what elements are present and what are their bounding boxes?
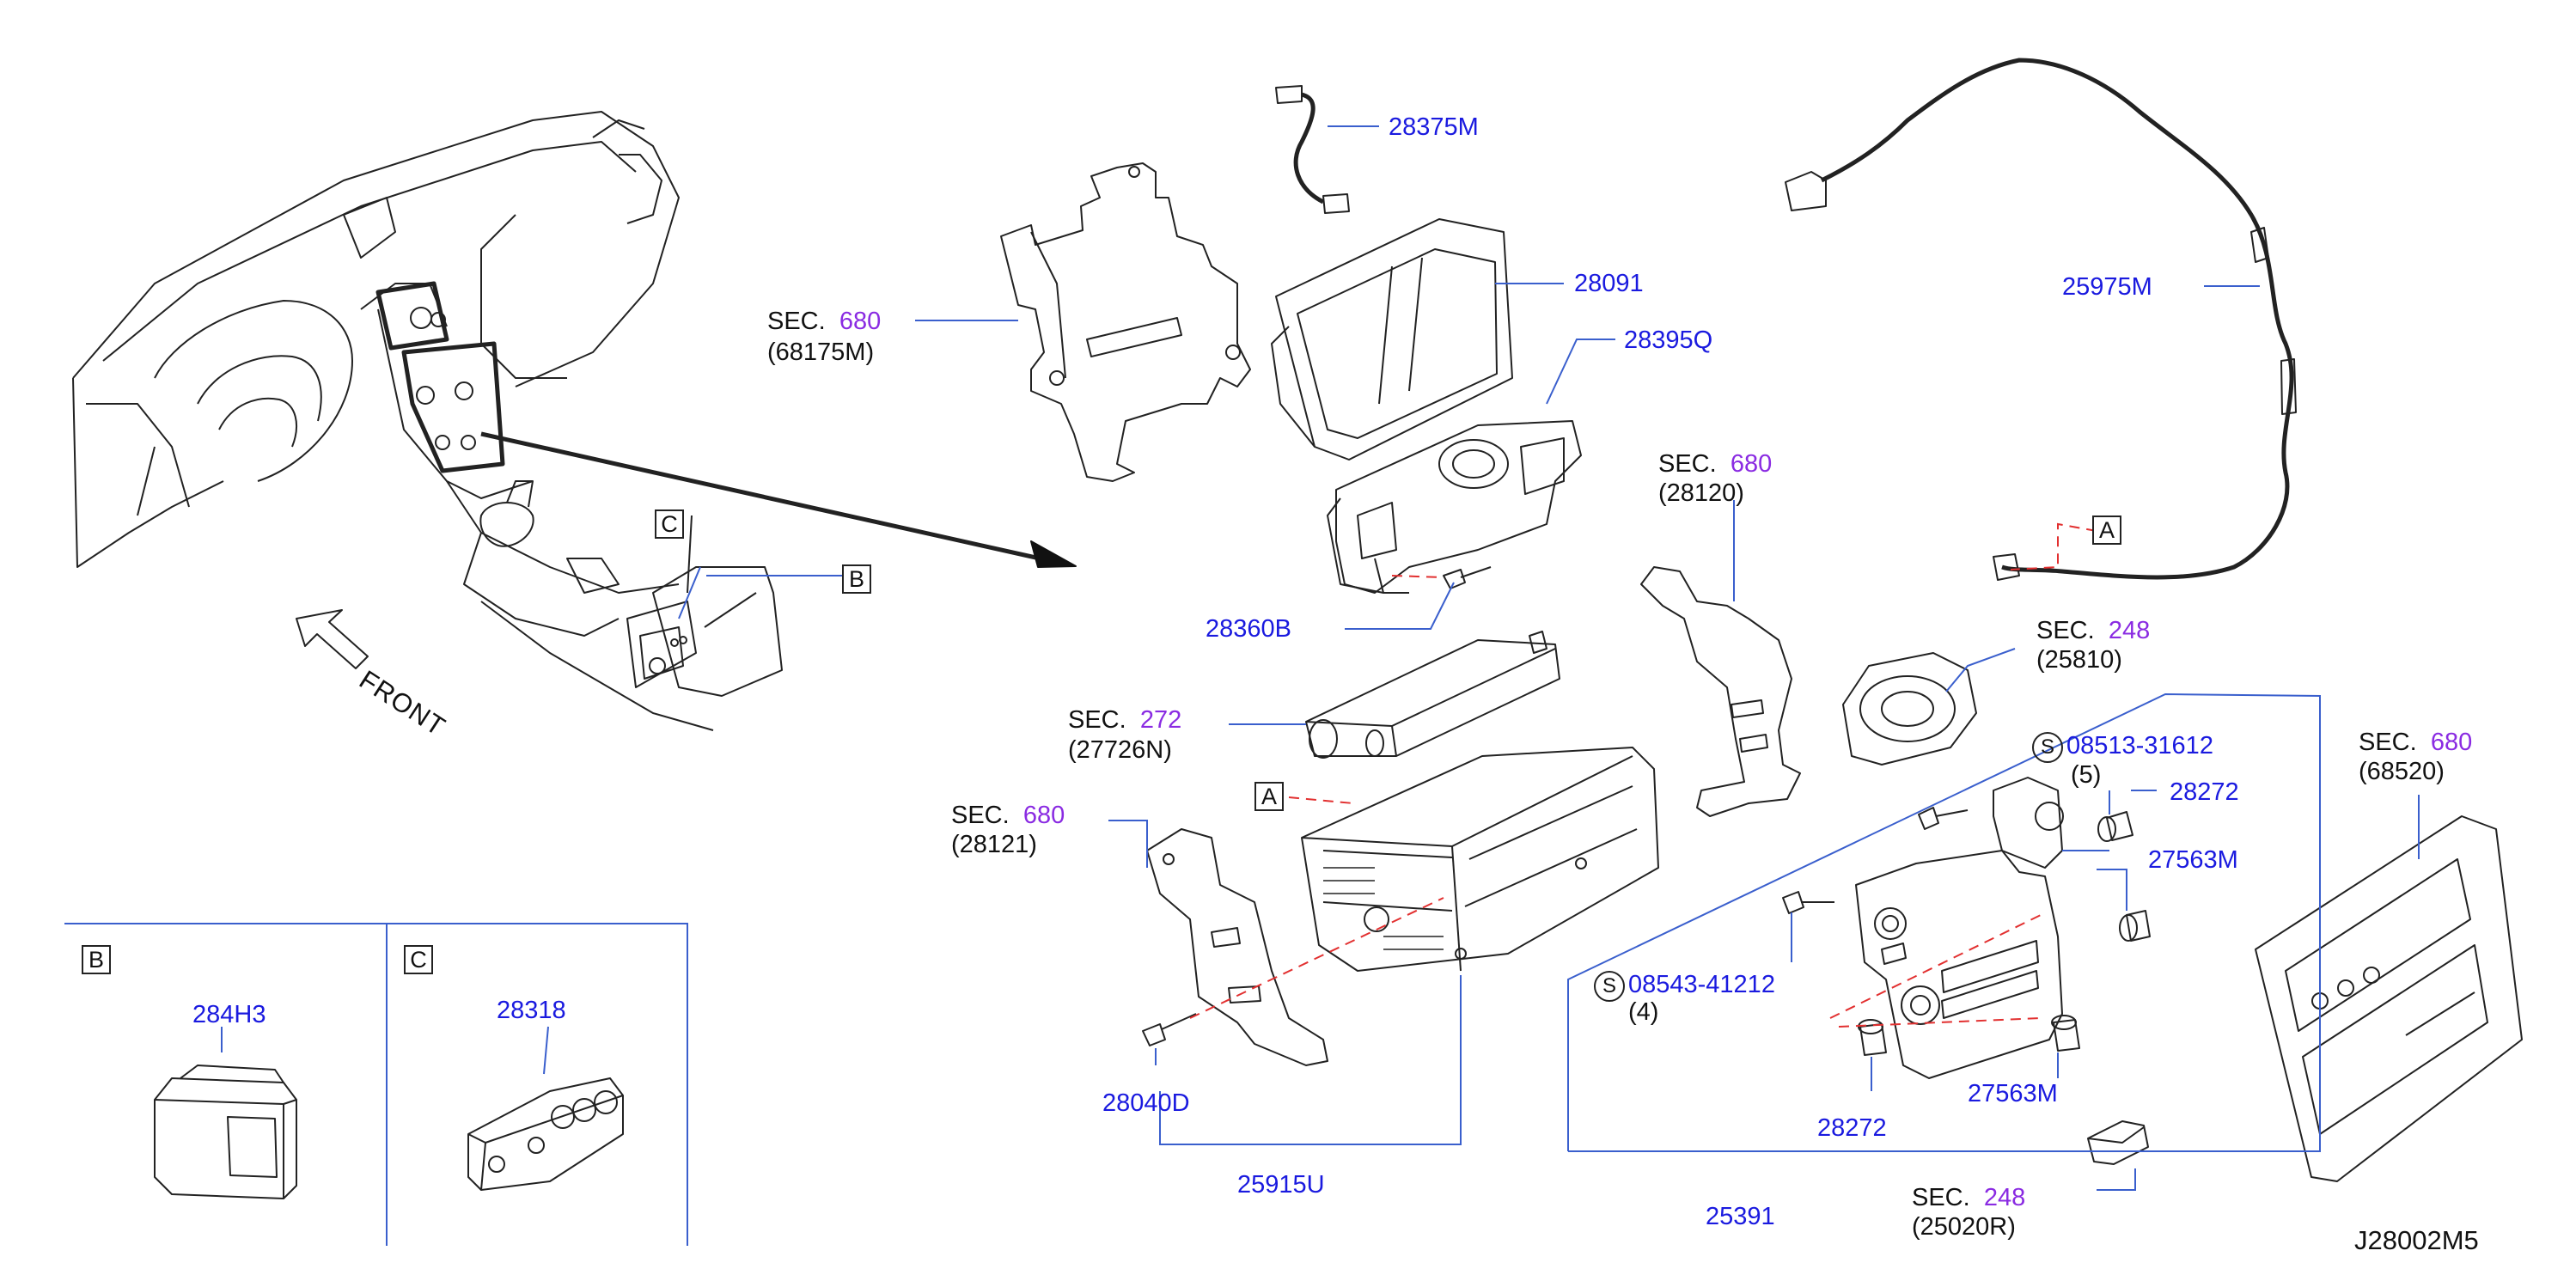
- part-08513-31612: 08513-31612: [2066, 732, 2213, 760]
- section-ref-27726n: SEC. 272: [1068, 706, 1182, 734]
- section-part-25810: (25810): [2036, 646, 2122, 674]
- diagram-code: J28002M5: [2354, 1225, 2479, 1255]
- part-28375m: 28375M: [1389, 113, 1479, 141]
- switch-25020r-drawing: [2087, 1120, 2149, 1165]
- screw-28360b-drawing: [1443, 566, 1492, 589]
- section-ref-68520: SEC. 680: [2359, 729, 2473, 756]
- section-ref-25810: SEC. 248: [2036, 617, 2151, 644]
- dashed-lines: [1189, 522, 2097, 1028]
- part-27563m-top: 27563M: [2148, 846, 2238, 874]
- section-ref-28121: SEC. 680: [951, 802, 1065, 829]
- section-part-28121: (28121): [951, 831, 1037, 858]
- part-28395q: 28395Q: [1624, 326, 1713, 354]
- screw-08543-drawing: [1782, 891, 1834, 914]
- section-part-68175m: (68175M): [767, 339, 875, 366]
- speaker-25810-drawing: [1842, 652, 1977, 766]
- screw-28040d-drawing: [1142, 1013, 1197, 1046]
- screw-08513-drawing: [1918, 807, 1969, 830]
- dashboard-illustration: [72, 111, 783, 731]
- head-unit-25915u-drawing: [1301, 747, 1659, 972]
- section-ref-68175m: SEC. 680: [767, 308, 882, 335]
- section-part-68520: (68520): [2359, 758, 2445, 785]
- part-25915u: 25915U: [1237, 1171, 1325, 1199]
- part-28040d: 28040D: [1102, 1089, 1190, 1117]
- part-28091: 28091: [1574, 270, 1644, 297]
- knob-27563m-bottom-drawing: [2051, 1015, 2080, 1052]
- part-284h3: 284H3: [192, 1001, 266, 1028]
- knob-28272-top-drawing: [2097, 811, 2133, 842]
- part-28272-bottom: 28272: [1817, 1114, 1887, 1142]
- part-25975m: 25975M: [2062, 273, 2152, 301]
- section-ref-25020r: SEC. 248: [1912, 1184, 2026, 1211]
- harness-28375m-drawing: [1275, 85, 1350, 214]
- callout-a-cable: A: [2092, 515, 2121, 545]
- part-28318: 28318: [497, 997, 566, 1024]
- section-ref-28120: SEC. 680: [1658, 450, 1773, 478]
- part-28360b: 28360B: [1206, 615, 1291, 643]
- part-08513-qty: (5): [2071, 761, 2102, 789]
- screw-s-callout-2: S: [1594, 971, 1625, 1002]
- part-28272-top: 28272: [2170, 778, 2239, 806]
- callout-c-dashboard: C: [655, 509, 684, 539]
- inset-c-label: C: [404, 945, 433, 974]
- knob-27563m-top-drawing: [2119, 910, 2151, 942]
- control-panel-25391-drawing: [1855, 777, 2064, 1079]
- inset-b-label: B: [82, 945, 111, 974]
- part-08543-qty: (4): [1628, 998, 1659, 1026]
- display-28091-drawing: [1271, 218, 1513, 461]
- connector-284h3-drawing: [154, 1065, 297, 1199]
- section-part-25020r: (25020R): [1912, 1213, 2016, 1241]
- module-27726n-drawing: [1305, 631, 1560, 759]
- finisher-68520-drawing: [2255, 815, 2523, 1182]
- bracket-28120-drawing: [1640, 566, 1801, 817]
- callout-a-head-unit: A: [1254, 782, 1284, 811]
- controller-28395q-drawing: [1327, 420, 1582, 594]
- part-08543-41212: 08543-41212: [1628, 971, 1775, 998]
- callout-b-dashboard: B: [842, 564, 871, 594]
- bracket-28121-drawing: [1146, 828, 1328, 1066]
- section-part-28120: (28120): [1658, 479, 1744, 507]
- jack-28318-drawing: [467, 1077, 624, 1191]
- part-25391: 25391: [1706, 1203, 1775, 1230]
- cable-25975m-drawing: [1785, 58, 2297, 581]
- leader-lines: [64, 125, 2420, 1246]
- bracket-68175m-drawing: [1000, 162, 1251, 482]
- part-27563m-bottom: 27563M: [1968, 1080, 2058, 1107]
- screw-s-callout-1: S: [2032, 732, 2063, 763]
- section-part-27726n: (27726N): [1068, 736, 1172, 764]
- pointer-arrow: [480, 431, 1077, 568]
